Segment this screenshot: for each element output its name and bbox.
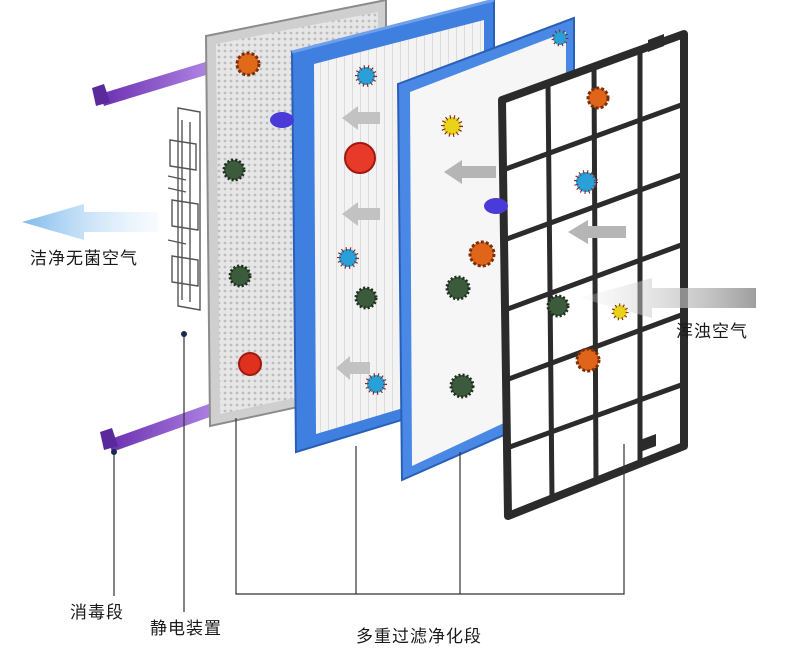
leader-dot (111, 449, 117, 455)
clean-air-arrow-icon (22, 204, 158, 240)
germ-icon (586, 86, 610, 110)
germ-icon (355, 65, 377, 87)
germ-icon (611, 303, 629, 321)
clean-air-label: 洁净无菌空气 (30, 249, 138, 269)
germ-icon (468, 240, 496, 268)
leader-dot (181, 331, 187, 337)
leader-lines (113, 334, 625, 612)
germ-icon (337, 247, 359, 269)
flow-arrow-icon (444, 160, 496, 184)
germ-icon (365, 373, 387, 395)
germ-icon (228, 264, 252, 288)
germ-icon (484, 198, 508, 214)
filter-panel-grid (498, 30, 688, 520)
germ-icon (344, 142, 376, 174)
germ-icon (546, 294, 570, 318)
germ-icon (238, 352, 262, 376)
germ-icon (441, 115, 463, 137)
dirty-air-label: 浑浊空气 (676, 322, 748, 342)
germ-icon (574, 170, 598, 194)
uv-lamp-bottom (100, 400, 224, 452)
germ-icon (449, 373, 475, 399)
germ-icon (445, 275, 471, 301)
uv-lamp-top (92, 60, 216, 106)
germ-icon (551, 29, 569, 47)
germ-icon (222, 158, 246, 182)
germ-icon (575, 347, 601, 373)
flow-arrow-icon (342, 202, 380, 226)
disinfection-section-label: 消毒段 (70, 603, 124, 623)
germ-icon (354, 286, 378, 310)
flow-arrow-icon (336, 356, 370, 380)
multi-filter-section-label: 多重过滤净化段 (356, 627, 482, 647)
germ-icon (235, 51, 261, 77)
germ-icon (270, 112, 294, 128)
electrostatic-device (167, 107, 201, 311)
flow-arrow-icon (342, 106, 380, 130)
electrostatic-device-label: 静电装置 (150, 619, 222, 639)
flow-arrow-icon (568, 220, 626, 244)
